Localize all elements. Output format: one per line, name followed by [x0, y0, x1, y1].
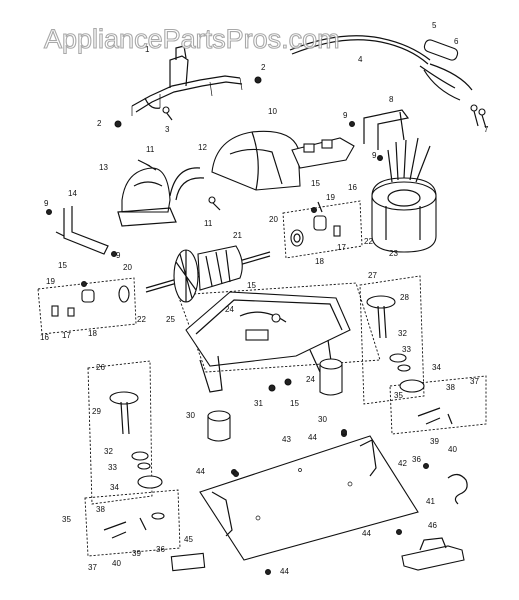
callout-10: 10: [268, 107, 277, 116]
callout-18: 18: [88, 329, 97, 338]
callout-40: 40: [112, 559, 121, 568]
part-10-motor-housing: [211, 130, 355, 191]
callout-37: 37: [470, 377, 479, 386]
callout-24: 24: [225, 305, 234, 314]
callout-15: 15: [311, 179, 320, 188]
callout-37: 37: [88, 563, 97, 572]
part-1-top-bracket: [131, 45, 243, 116]
part-13-end-cover: [117, 167, 177, 227]
callout-35: 35: [394, 391, 403, 400]
part-46-handle: [401, 537, 465, 571]
callout-34: 34: [432, 363, 441, 372]
callout-36: 36: [156, 545, 165, 554]
callout-13: 13: [99, 163, 108, 172]
part-44-screw: [233, 429, 429, 575]
callout-34: 34: [110, 483, 119, 492]
callout-28: 28: [400, 293, 409, 302]
callout-39: 39: [430, 437, 439, 446]
callout-33: 33: [402, 345, 411, 354]
callout-19: 19: [46, 277, 55, 286]
callout-31: 31: [254, 399, 263, 408]
part-36-pin: [103, 407, 453, 539]
callout-9: 9: [44, 199, 49, 208]
callout-22: 22: [137, 315, 146, 324]
part-21-armature: [145, 245, 271, 303]
callout-38: 38: [446, 383, 455, 392]
callout-3: 3: [165, 125, 170, 134]
callout-32: 32: [104, 447, 113, 456]
callout-44: 44: [280, 567, 289, 576]
part-30-sleeve: [207, 358, 343, 442]
callout-1: 1: [145, 45, 150, 54]
callout-35: 35: [62, 515, 71, 524]
part-12-clip: [137, 159, 221, 211]
part-43-base-plate: [199, 431, 419, 561]
callout-5: 5: [432, 21, 437, 30]
callout-19: 19: [326, 193, 335, 202]
callout-15: 15: [290, 399, 299, 408]
callout-42: 42: [398, 459, 407, 468]
callout-30: 30: [186, 411, 195, 420]
callout-16: 16: [40, 333, 49, 342]
callout-9: 9: [343, 111, 348, 120]
callout-24: 24: [306, 375, 315, 384]
part-8-bracket: [349, 109, 410, 161]
callout-6: 6: [454, 37, 459, 46]
callout-8: 8: [389, 95, 394, 104]
callout-44: 44: [362, 529, 371, 538]
part-20-brush-holder-right: [290, 201, 341, 247]
callout-20: 20: [123, 263, 132, 272]
callout-17: 17: [62, 331, 71, 340]
callout-2: 2: [261, 63, 266, 72]
callout-23: 23: [389, 249, 398, 258]
part-4-power-cord: [289, 35, 487, 129]
part-41-spring: [447, 473, 468, 505]
callout-11: 11: [146, 145, 155, 154]
callout-38: 38: [96, 505, 105, 514]
callout-labels: 1 2 2 3 4 5 6 7 8 9 9 9 9 10 11 11 12 13…: [40, 21, 489, 576]
callout-27: 27: [368, 271, 377, 280]
callout-33: 33: [108, 463, 117, 472]
callout-22: 22: [364, 237, 373, 246]
callout-43: 43: [282, 435, 291, 444]
callout-41: 41: [426, 497, 435, 506]
callout-20: 20: [269, 215, 278, 224]
callout-14: 14: [68, 189, 77, 198]
callout-15: 15: [247, 281, 256, 290]
callout-21: 21: [233, 231, 242, 240]
callout-9: 9: [372, 151, 377, 160]
callout-46: 46: [428, 521, 437, 530]
part-28-gear-shaft: [109, 295, 425, 489]
callout-4: 4: [358, 55, 363, 64]
callout-36: 36: [412, 455, 421, 464]
callout-15: 15: [58, 261, 67, 270]
callout-32: 32: [398, 329, 407, 338]
callout-12: 12: [198, 143, 207, 152]
callout-9: 9: [116, 251, 121, 260]
watermark-text: AppliancePartsPros.com: [44, 24, 340, 54]
callout-17: 17: [337, 243, 346, 252]
part-14-bracket: [46, 206, 117, 257]
callout-29: 29: [92, 407, 101, 416]
callout-16: 16: [348, 183, 357, 192]
callout-26: 26: [96, 363, 105, 372]
callout-7: 7: [484, 125, 489, 134]
callout-25: 25: [166, 315, 175, 324]
callout-18: 18: [315, 257, 324, 266]
callout-45: 45: [184, 535, 193, 544]
callout-30: 30: [318, 415, 327, 424]
callout-44: 44: [196, 467, 205, 476]
callout-39: 39: [132, 549, 141, 558]
callout-44: 44: [308, 433, 317, 442]
callout-40: 40: [448, 445, 457, 454]
callout-2: 2: [97, 119, 102, 128]
callout-11: 11: [204, 219, 213, 228]
part-45-plate: [170, 552, 206, 572]
part-23-stator: [371, 137, 437, 253]
part-25-base-casting: [185, 291, 351, 393]
part-18-brush-holder-left: [51, 281, 130, 317]
part-2-screw: [114, 76, 262, 128]
